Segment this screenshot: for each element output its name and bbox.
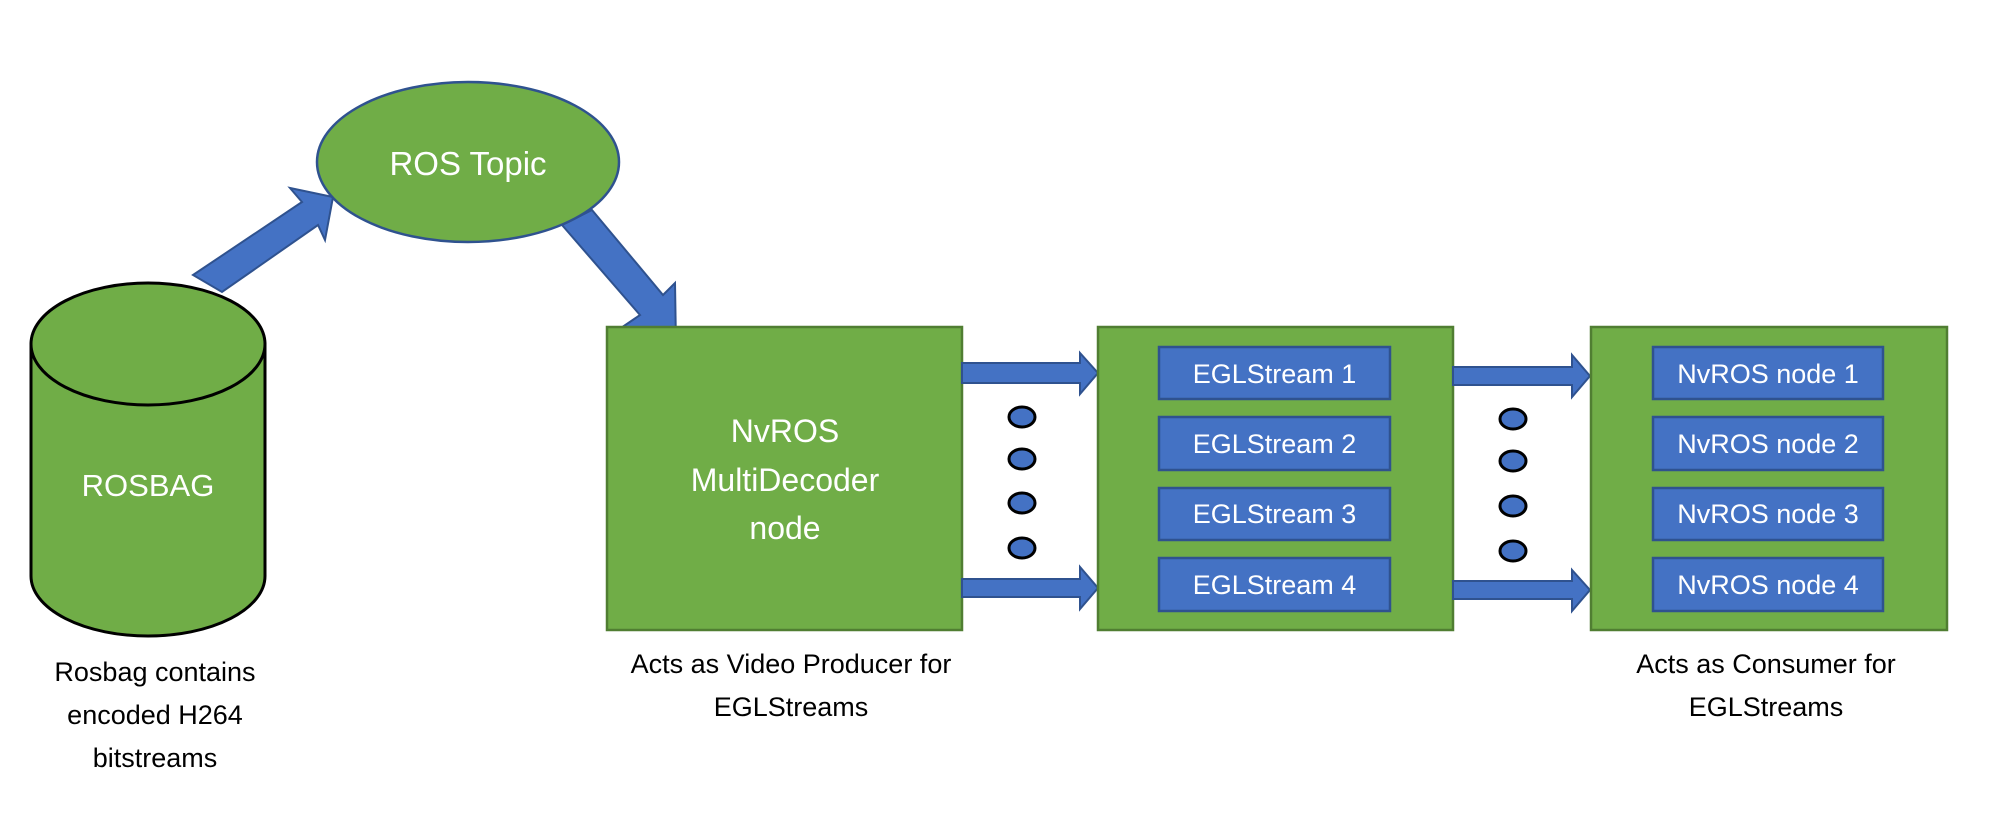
arrow-decoder-to-eglstream-first <box>961 350 1100 397</box>
decoder-label-line-1: NvROS <box>731 413 839 449</box>
eglstream-label: EGLStream 3 <box>1193 499 1357 529</box>
consumer-label: NvROS node 1 <box>1677 359 1859 389</box>
ellipsis-dot <box>1007 405 1037 429</box>
consumer-caption-line-1: Acts as Consumer for <box>1636 649 1896 679</box>
consumer-item-1: NvROS node 1 <box>1651 345 1885 401</box>
arrow-decoder-to-eglstream-last <box>961 564 1100 612</box>
consumer-caption-line-2: EGLStreams <box>1689 692 1844 722</box>
decoder-caption-line-2: EGLStreams <box>714 692 869 722</box>
rosbag-caption-line-1: Rosbag contains <box>54 657 255 687</box>
eglstream-item-3: EGLStream 3 <box>1157 486 1392 542</box>
eglstream-item-1: EGLStream 1 <box>1157 345 1392 401</box>
eglstream-label: EGLStream 1 <box>1193 359 1357 389</box>
rosbag-caption-line-3: bitstreams <box>93 743 218 773</box>
ellipsis-dot <box>1007 447 1037 471</box>
arrow-eglstream-to-consumer-last <box>1452 567 1592 614</box>
eglstream-item-4: EGLStream 4 <box>1157 556 1392 613</box>
ellipsis-dot <box>1007 536 1037 560</box>
consumer-label: NvROS node 2 <box>1677 429 1859 459</box>
rosbag-caption-line-2: encoded H264 <box>67 700 243 730</box>
multidecoder-node <box>605 325 964 632</box>
consumer-item-4: NvROS node 4 <box>1651 556 1885 613</box>
rosbag-cylinder <box>29 281 267 638</box>
ellipsis-dot <box>1498 539 1528 563</box>
arrow-eglstream-to-consumer-first <box>1452 352 1592 400</box>
rosbag-label: ROSBAG <box>82 468 215 503</box>
ellipsis-dot <box>1498 407 1528 431</box>
consumer-label: NvROS node 3 <box>1677 499 1859 529</box>
eglstream-label: EGLStream 4 <box>1193 570 1357 600</box>
consumer-label: NvROS node 4 <box>1677 570 1859 600</box>
consumer-item-3: NvROS node 3 <box>1651 486 1885 542</box>
ellipsis-dot <box>1498 449 1528 473</box>
ellipsis-dot <box>1498 494 1528 518</box>
decoder-label-line-2: MultiDecoder <box>691 462 880 498</box>
arrow-topic-to-decoder <box>560 208 678 347</box>
decoder-caption-line-1: Acts as Video Producer for <box>631 649 952 679</box>
eglstream-item-2: EGLStream 2 <box>1157 415 1392 472</box>
ros-topic-label: ROS Topic <box>389 145 546 182</box>
arrow-rosbag-to-topic <box>191 186 335 294</box>
ros-topic-node <box>315 80 621 244</box>
consumer-item-2: NvROS node 2 <box>1651 415 1885 472</box>
decoder-label-line-3: node <box>749 510 820 546</box>
ellipsis-dot <box>1007 491 1037 515</box>
eglstream-label: EGLStream 2 <box>1193 429 1357 459</box>
